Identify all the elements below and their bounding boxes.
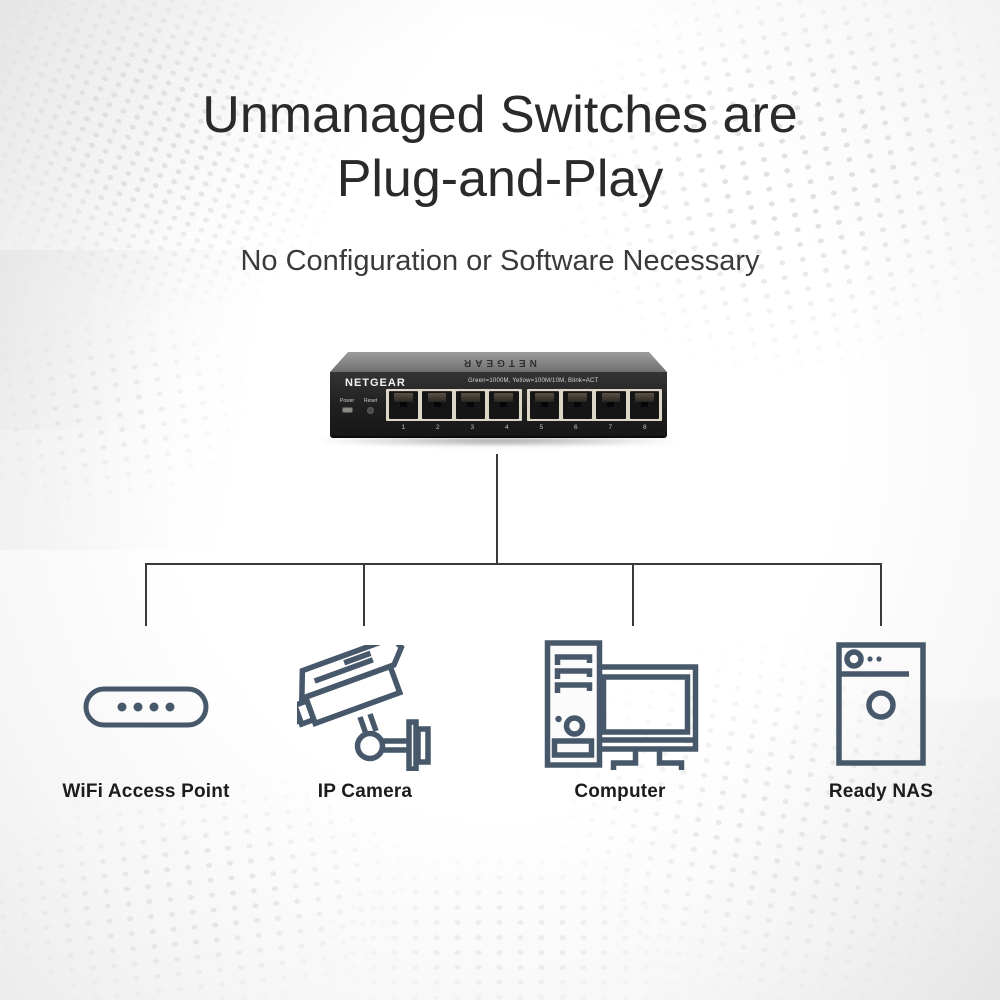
device-computer: Computer: [505, 635, 735, 815]
device-label: Ready NAS: [828, 781, 934, 802]
page-title: Unmanaged Switches are Plug-and-Play: [0, 83, 1000, 211]
power-led-icon: [341, 407, 353, 413]
ip-camera-icon: [297, 645, 433, 771]
device-ip-camera: IP Camera: [250, 635, 480, 815]
connector-drop-computer: [632, 563, 634, 626]
connector-horizontal-line: [145, 563, 882, 565]
device-wifi-access-point: WiFi Access Point: [31, 635, 261, 815]
reset-button-icon: [367, 407, 375, 414]
connector-trunk-line: [496, 454, 498, 564]
device-ready-nas: Ready NAS: [766, 635, 996, 815]
halftone-pattern-bottom-center: [300, 840, 720, 1000]
switch-top-panel: NETGEAR: [330, 352, 667, 372]
network-switch: NETGEAR NETGEAR Green=1000M, Yellow=100M…: [322, 352, 675, 446]
connector-drop-nas: [880, 563, 882, 626]
ready-nas-icon: [835, 641, 927, 767]
port-number-5: 5: [539, 424, 544, 431]
switch-led-legend: Green=1000M, Yellow=100M/10M, Blink=ACT: [468, 378, 599, 384]
computer-icon: [538, 637, 703, 777]
connector-drop-wifi: [145, 563, 147, 626]
switch-reset-control: Reset: [364, 398, 377, 414]
port-number-3: 3: [470, 424, 475, 431]
switch-top-brand-embossed: NETGEAR: [460, 356, 537, 368]
ethernet-port-8: [629, 391, 659, 419]
port-number-7: 7: [608, 424, 613, 431]
switch-brand-label: NETGEAR: [345, 377, 406, 389]
ethernet-port-6: [562, 391, 593, 419]
device-label: WiFi Access Point: [62, 781, 230, 802]
page-subtitle: No Configuration or Software Necessary: [240, 245, 760, 277]
port-number-8: 8: [642, 424, 647, 431]
connector-drop-camera: [363, 563, 365, 626]
ethernet-port-2: [422, 391, 452, 419]
switch-power-label: Power: [340, 398, 355, 404]
device-label: IP Camera: [317, 781, 413, 802]
switch-drop-shadow: [322, 436, 675, 446]
switch-reset-label: Reset: [364, 398, 378, 404]
switch-power-indicator: Power: [340, 398, 354, 413]
page-title-line1: Unmanaged Switches are: [202, 85, 798, 144]
switch-port-numbers: 1 2 3 4 5 6 7 8: [386, 424, 662, 431]
port-number-2: 2: [435, 424, 440, 431]
ethernet-port-4: [489, 391, 519, 419]
port-number-4: 4: [504, 424, 509, 431]
wifi-access-point-icon: [83, 686, 209, 728]
ethernet-port-7: [596, 391, 626, 419]
port-group-5-8: [526, 389, 662, 421]
ethernet-port-1: [389, 391, 419, 419]
port-number-1: 1: [401, 424, 406, 431]
ethernet-port-3: [455, 391, 486, 419]
port-group-1-4: [386, 389, 522, 421]
halftone-pattern-mid-left: [0, 268, 275, 542]
device-label: Computer: [574, 781, 666, 802]
switch-port-block: [386, 389, 662, 421]
port-number-6: 6: [573, 424, 578, 431]
page-title-line2: Plug-and-Play: [336, 149, 664, 208]
switch-front-panel: NETGEAR Green=1000M, Yellow=100M/10M, Bl…: [330, 372, 667, 438]
ethernet-port-5: [529, 391, 559, 419]
